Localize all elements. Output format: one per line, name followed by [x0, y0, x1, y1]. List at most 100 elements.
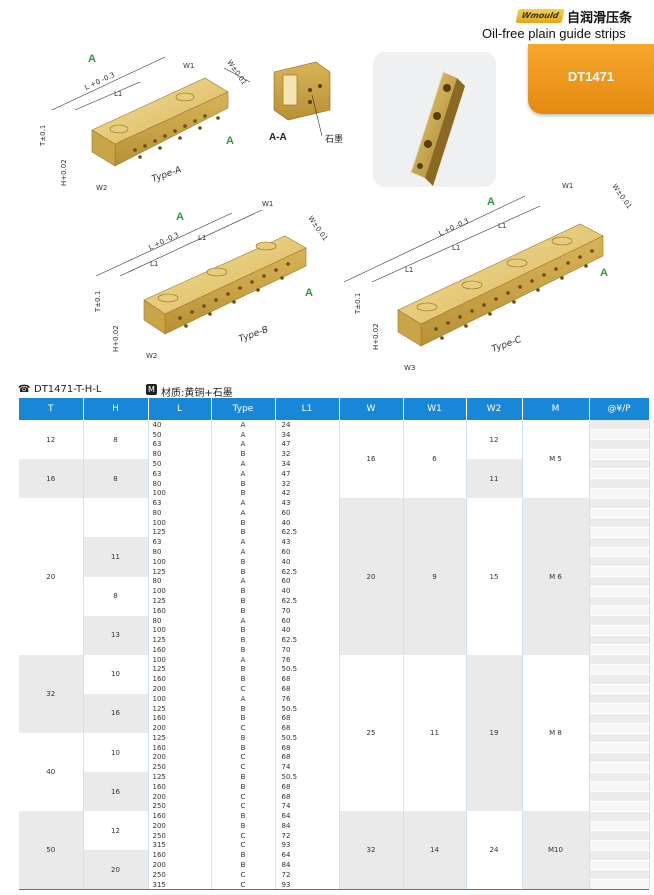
cell-type: A — [211, 615, 276, 626]
cell-price — [589, 615, 650, 626]
cell-l1: 50.5 — [275, 703, 340, 714]
phone-icon: ☎ — [18, 384, 31, 395]
cell-price — [589, 576, 650, 587]
cell-l: 50 — [148, 429, 212, 440]
cell-l1: 64 — [275, 850, 340, 861]
svg-text:A: A — [600, 267, 608, 279]
cell-l1: 50.5 — [275, 772, 340, 782]
cell-l: 80 — [148, 547, 212, 557]
cell-l: 63 — [148, 439, 212, 450]
cell-type: B — [211, 566, 276, 577]
cell-price — [589, 420, 650, 431]
cell-l1: 68 — [275, 742, 340, 753]
cell-l: 125 — [148, 733, 212, 743]
cell-price — [589, 791, 650, 802]
cell-type: A — [211, 654, 276, 665]
cell-t: 40 — [19, 733, 84, 812]
cell-type: A — [211, 547, 276, 557]
cell-price — [589, 684, 650, 695]
cell-h: 13 — [83, 615, 149, 655]
svg-text:H+0.02: H+0.02 — [372, 323, 380, 350]
cell-w: 16 — [339, 420, 404, 499]
cell-l1: 60 — [275, 547, 340, 557]
svg-text:T±0.1: T±0.1 — [39, 125, 47, 147]
column-header-w: W — [339, 398, 404, 420]
svg-text:W2: W2 — [96, 184, 107, 192]
cell-l: 80 — [148, 449, 212, 460]
svg-text:W±0.01: W±0.01 — [306, 215, 329, 243]
cell-l: 250 — [148, 762, 212, 773]
cell-type: B — [211, 703, 276, 714]
cell-t: 16 — [19, 459, 84, 499]
cell-l: 100 — [148, 625, 212, 636]
cell-l: 160 — [148, 781, 212, 792]
cell-l: 100 — [148, 556, 212, 567]
type-a-drawing: A A Type-A L +0 -0.3 L1 W±0.01 W1 W2 T±0… — [39, 53, 251, 192]
cell-l1: 50.5 — [275, 664, 340, 675]
cell-price — [589, 801, 650, 812]
cell-t: 32 — [19, 654, 84, 733]
cell-l1: 47 — [275, 439, 340, 450]
section-a-a-drawing: A-A 石墨 — [269, 61, 343, 145]
cell-l1: 84 — [275, 860, 340, 870]
cell-l1: 24 — [275, 420, 340, 430]
cell-type: B — [211, 625, 276, 636]
svg-text:W2: W2 — [146, 352, 157, 360]
cell-l1: 34 — [275, 429, 340, 440]
cell-l1: 68 — [275, 791, 340, 802]
type-b-label: Type-B — [238, 325, 270, 345]
cell-l1: 68 — [275, 684, 340, 694]
cell-l1: 62.5 — [275, 527, 340, 538]
product-code-tab: DT1471 — [528, 44, 654, 114]
cell-l: 80 — [148, 478, 212, 489]
cell-l: 50 — [148, 459, 212, 469]
cell-w2: 19 — [466, 654, 523, 812]
cell-l1: 40 — [275, 517, 340, 528]
type-c-drawing: A A Type-C L +0 -0.3 L1 L1 L1 W±0.01 W1 … — [343, 182, 633, 372]
cell-l: 125 — [148, 772, 212, 782]
cell-type: C — [211, 830, 276, 841]
cell-type: C — [211, 762, 276, 773]
cell-price — [589, 644, 650, 656]
svg-text:H+0.02: H+0.02 — [112, 325, 120, 352]
cell-l: 125 — [148, 703, 212, 714]
cell-l: 250 — [148, 801, 212, 812]
cell-l: 200 — [148, 684, 212, 694]
cell-l1: 76 — [275, 693, 340, 704]
cell-l: 63 — [148, 498, 212, 509]
cell-w2: 12 — [466, 420, 523, 460]
type-b-drawing: A A Type-B L +0 -0.3 L1 L1 W±0.01 W1 W2 … — [94, 200, 329, 360]
cell-price — [589, 566, 650, 577]
cell-type: B — [211, 635, 276, 645]
svg-text:W1: W1 — [262, 200, 273, 208]
cell-price — [589, 674, 650, 685]
cell-w1: 11 — [403, 654, 467, 812]
cell-m: M 5 — [522, 420, 590, 499]
cell-type: A — [211, 420, 276, 430]
svg-text:W3: W3 — [404, 364, 415, 372]
cell-l1: 68 — [275, 723, 340, 733]
order-code: DT1471-T-H-L — [34, 384, 102, 395]
svg-text:T±0.1: T±0.1 — [354, 293, 362, 315]
cell-type: B — [211, 449, 276, 460]
svg-text:A: A — [88, 53, 96, 65]
cell-type: C — [211, 723, 276, 733]
cell-h — [83, 498, 149, 538]
brand-logo: Wmould — [515, 9, 565, 23]
product-photo — [373, 52, 496, 187]
